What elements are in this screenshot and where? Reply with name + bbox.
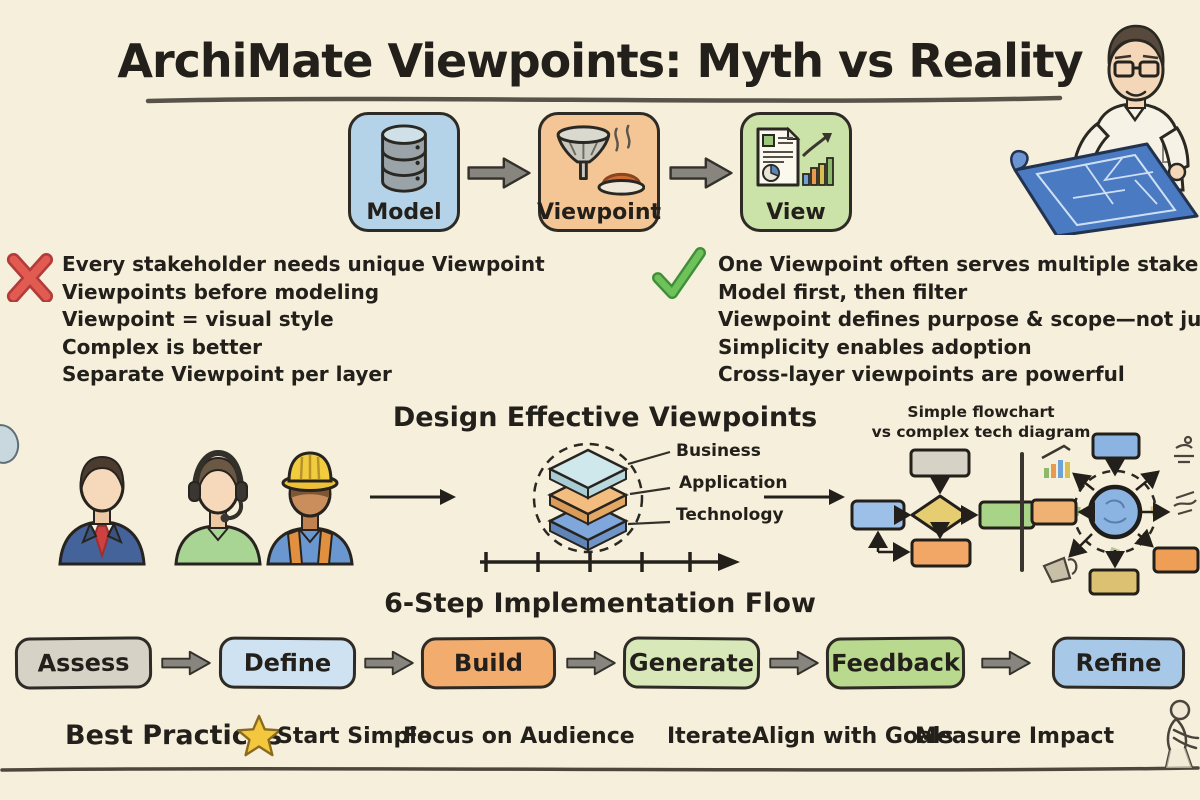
stakeholders-arrow-icon bbox=[370, 489, 456, 505]
step-arrow-icon bbox=[161, 650, 211, 676]
step-box-define: Define bbox=[218, 636, 357, 690]
best-practice-item: Align with Goals bbox=[752, 724, 954, 749]
layer-label-business: Business bbox=[676, 441, 761, 461]
complex-diagram bbox=[1030, 432, 1200, 596]
red-x-icon bbox=[6, 252, 54, 302]
myth-list: Every stakeholder needs unique Viewpoint… bbox=[62, 251, 545, 389]
step-box-generate: Generate bbox=[622, 636, 761, 690]
reality-item: Cross-layer viewpoints are powerful bbox=[718, 362, 1125, 386]
flow-section-title: 6-Step Implementation Flow bbox=[384, 588, 816, 619]
step-label: Feedback bbox=[831, 648, 960, 678]
step-label: Generate bbox=[628, 648, 755, 678]
step-box-refine: Refine bbox=[1051, 636, 1186, 690]
layer-stack-diagram bbox=[532, 442, 671, 554]
megaphone-icon bbox=[1042, 556, 1078, 584]
myth-item: Every stakeholder needs unique Viewpoint bbox=[62, 252, 545, 276]
reality-item: One Viewpoint often serves multiple stak… bbox=[718, 252, 1200, 276]
reality-item: Simplicity enables adoption bbox=[718, 334, 1032, 359]
footer-line bbox=[0, 766, 1200, 772]
comparison-divider bbox=[1020, 452, 1024, 572]
step-box-build: Build bbox=[420, 636, 557, 690]
flow-arrow-icon bbox=[467, 157, 531, 189]
comparison-caption-line1: Simple flowchart bbox=[907, 403, 1055, 421]
layer-label-technology: Technology bbox=[676, 505, 784, 525]
step-label: Define bbox=[243, 648, 332, 678]
step-label: Build bbox=[453, 648, 524, 678]
support-agent-avatar bbox=[174, 449, 262, 566]
reality-item: Model first, then filter bbox=[718, 279, 968, 304]
star-icon bbox=[236, 714, 282, 757]
step-arrow-icon bbox=[566, 650, 616, 676]
walking-figure-illustration bbox=[1164, 699, 1200, 770]
step-label: Assess bbox=[37, 648, 130, 678]
view-label: View bbox=[766, 200, 826, 225]
simple-flowchart-diagram bbox=[850, 448, 1036, 568]
funnel-meal-icon bbox=[556, 124, 645, 196]
step-arrow-icon bbox=[364, 650, 414, 676]
flow-arrow-icon bbox=[669, 157, 733, 189]
reality-item: Viewpoint defines purpose & scope—not ju… bbox=[718, 307, 1200, 331]
best-practice-item: Start Simple bbox=[277, 724, 432, 749]
model-box: Model bbox=[348, 112, 460, 232]
comparison-caption-line2: vs complex tech diagram bbox=[871, 423, 1091, 441]
mini-bar-chart-icon bbox=[1041, 444, 1071, 478]
reality-list: One Viewpoint often serves multiple stak… bbox=[718, 251, 1200, 389]
best-practice-item: Iterate bbox=[667, 724, 752, 749]
scribble-icon bbox=[1173, 435, 1197, 516]
view-box: View bbox=[740, 112, 852, 232]
title-underline bbox=[145, 95, 1063, 104]
myth-item: Separate Viewpoint per layer bbox=[62, 362, 392, 386]
viewpoint-label: Viewpoint bbox=[537, 200, 662, 225]
myth-item: Viewpoints before modeling bbox=[62, 279, 380, 304]
stack-arrow-icon bbox=[764, 489, 845, 505]
timeline-axis bbox=[480, 552, 740, 572]
step-box-assess: Assess bbox=[14, 636, 153, 690]
step-box-feedback: Feedback bbox=[825, 636, 966, 690]
database-icon bbox=[381, 124, 427, 193]
architect-illustration bbox=[1010, 24, 1199, 235]
construction-worker-avatar bbox=[266, 451, 354, 566]
best-practice-item: Focus on Audience bbox=[403, 724, 635, 749]
page-title: ArchiMate Viewpoints: Myth vs Reality bbox=[117, 34, 1083, 88]
green-check-icon bbox=[652, 247, 706, 300]
myth-item: Complex is better bbox=[62, 334, 263, 359]
businessman-avatar bbox=[58, 455, 146, 566]
model-label: Model bbox=[366, 200, 442, 225]
best-practice-item: Measure Impact bbox=[915, 724, 1115, 749]
myth-item: Viewpoint = visual style bbox=[62, 307, 334, 331]
step-label: Refine bbox=[1075, 648, 1162, 678]
layer-label-application: Application bbox=[679, 473, 788, 493]
design-section-title: Design Effective Viewpoints bbox=[392, 402, 818, 433]
report-chart-icon bbox=[756, 126, 834, 187]
step-arrow-icon bbox=[981, 650, 1031, 676]
step-arrow-icon bbox=[769, 650, 819, 676]
viewpoint-box: Viewpoint bbox=[537, 112, 662, 232]
comparison-caption: Simple flowchart vs complex tech diagram bbox=[845, 402, 1117, 442]
